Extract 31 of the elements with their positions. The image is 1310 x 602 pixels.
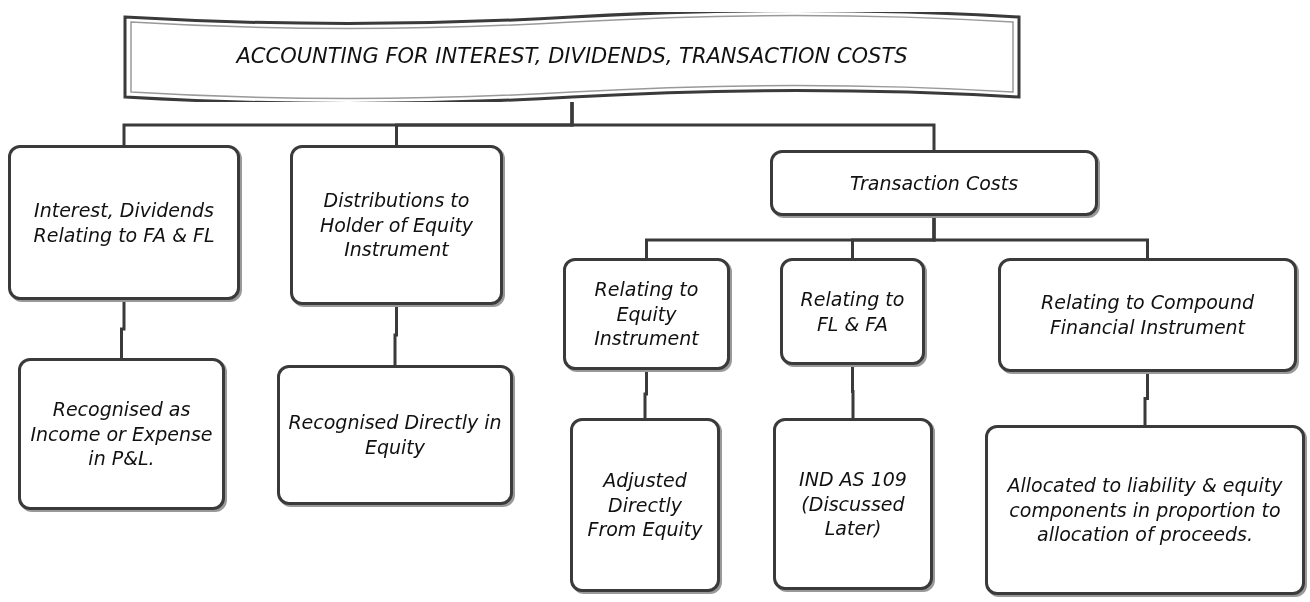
rounded-box xyxy=(770,150,1098,216)
connector-line xyxy=(643,370,648,418)
box-text: Relating to Equity Instrument xyxy=(593,276,701,352)
rounded-box xyxy=(18,358,225,510)
rounded-box xyxy=(570,418,720,592)
box-text: Recognised as Income or Expense in P&L. xyxy=(29,396,214,472)
rounded-box xyxy=(563,258,730,370)
box-text: Allocated to liability & equity components in proportion to allocation of proceeds. xyxy=(1005,472,1284,548)
box-text: Relating to FL & FA xyxy=(799,286,906,337)
connector-line xyxy=(120,300,126,358)
connector-line xyxy=(851,365,855,418)
box-text: Distributions to Holder of Equity Instrument xyxy=(318,187,475,263)
connector-line xyxy=(570,102,936,150)
rounded-box xyxy=(8,145,240,300)
connector-line xyxy=(1143,372,1149,425)
rounded-box xyxy=(985,425,1305,595)
box-text: IND AS 109 (Discussed Later) xyxy=(798,466,908,542)
rounded-box xyxy=(998,258,1297,372)
box-text: Adjusted Directly From Equity xyxy=(586,467,704,543)
connector-line xyxy=(932,216,1149,258)
rounded-box xyxy=(773,418,933,590)
rounded-box xyxy=(290,145,503,305)
box-text: Recognised Directly in Equity xyxy=(288,410,502,460)
connector-line xyxy=(393,305,398,365)
box-text: Relating to Compound Financial Instrument xyxy=(1040,290,1255,340)
title-text: ACCOUNTING FOR INTEREST, DIVIDENDS, TRANSACTION COSTS xyxy=(236,43,908,71)
title-banner xyxy=(122,12,1022,102)
rounded-box xyxy=(780,258,925,365)
rounded-box xyxy=(277,365,513,505)
box-text: Transaction Costs xyxy=(849,170,1019,196)
box-text: Interest, Dividends Relating to FA & FL xyxy=(32,197,216,248)
